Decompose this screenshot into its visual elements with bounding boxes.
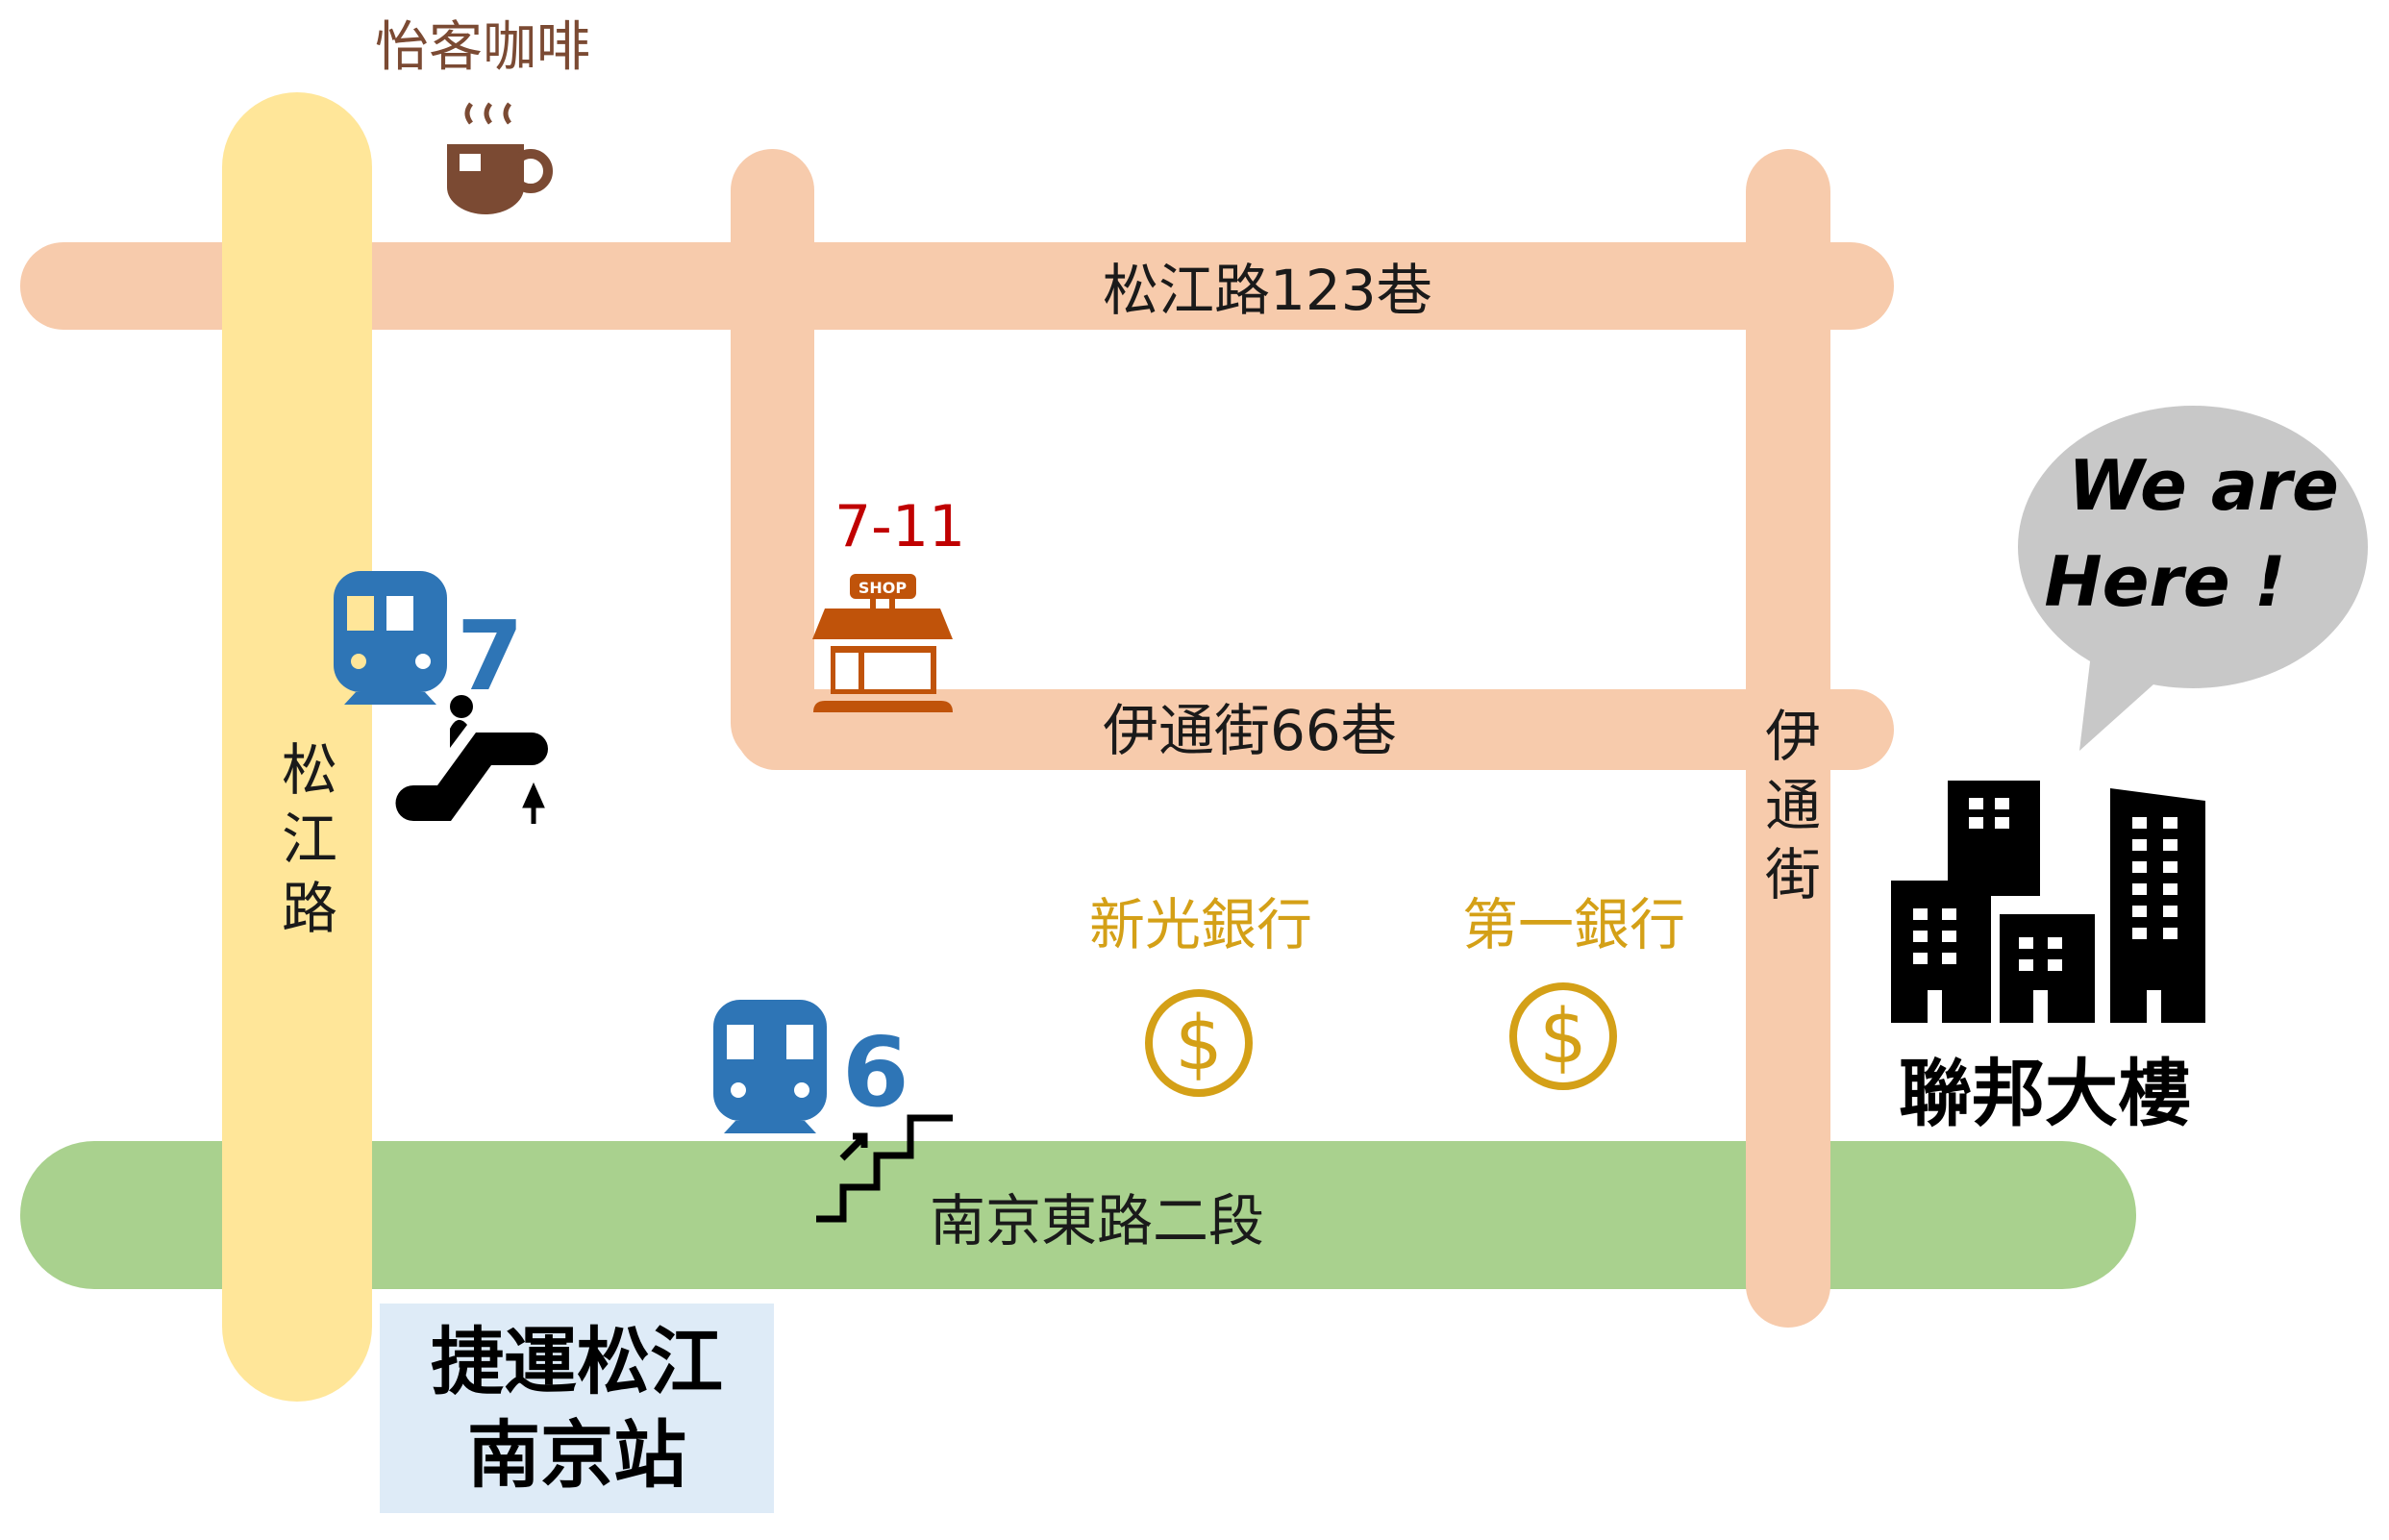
dollar-icon: $ — [1145, 989, 1253, 1097]
shop-sign-text: SHOP — [859, 579, 908, 597]
train-icon — [334, 571, 447, 705]
escalator-icon — [395, 695, 548, 824]
road-lane-123 — [20, 242, 1894, 330]
svg-text:$: $ — [1175, 1001, 1223, 1087]
svg-text:$: $ — [1539, 994, 1587, 1080]
road-lane-66 — [735, 689, 1894, 770]
label-coffee: 怡客咖啡 — [375, 16, 590, 79]
label-yitong: 伊通街 — [1755, 707, 1821, 914]
label-lane-123: 松江路123巷 — [1103, 258, 1432, 323]
road-connector — [731, 149, 814, 764]
buildings-icon — [1891, 781, 2205, 1023]
station-box: 捷運松江 南京站 — [380, 1304, 774, 1513]
label-lane-66: 伊通街66巷 — [1103, 698, 1397, 763]
label-seven-eleven: 7-11 — [834, 493, 965, 560]
bubble-line-1: We are — [2068, 445, 2339, 526]
coffee-cup-icon — [447, 102, 553, 214]
label-songjiang: 松江路 — [272, 740, 337, 948]
train-icon — [713, 1000, 827, 1133]
shop-icon: SHOP — [812, 574, 953, 712]
station-name-line-1: 捷運松江 — [431, 1319, 723, 1404]
road-songjiang — [222, 92, 372, 1402]
speech-bubble: We are Here ! — [2018, 406, 2368, 751]
label-bank-shinkong: 新光銀行 — [1089, 892, 1312, 957]
road-nanjing — [20, 1141, 2136, 1289]
exit-6-number: 6 — [842, 1016, 909, 1129]
label-building: 聯邦大樓 — [1899, 1051, 2191, 1136]
station-name-line-2: 南京站 — [467, 1412, 686, 1498]
exit-7-number: 7 — [457, 600, 524, 712]
label-nanjing: 南京東路二段 — [930, 1188, 1264, 1254]
bubble-line-2: Here ! — [2044, 541, 2285, 622]
dollar-icon: $ — [1509, 982, 1617, 1090]
stairs-icon — [816, 1114, 953, 1223]
road-yitong — [1746, 149, 1830, 1328]
label-bank-first: 第一銀行 — [1462, 892, 1685, 957]
